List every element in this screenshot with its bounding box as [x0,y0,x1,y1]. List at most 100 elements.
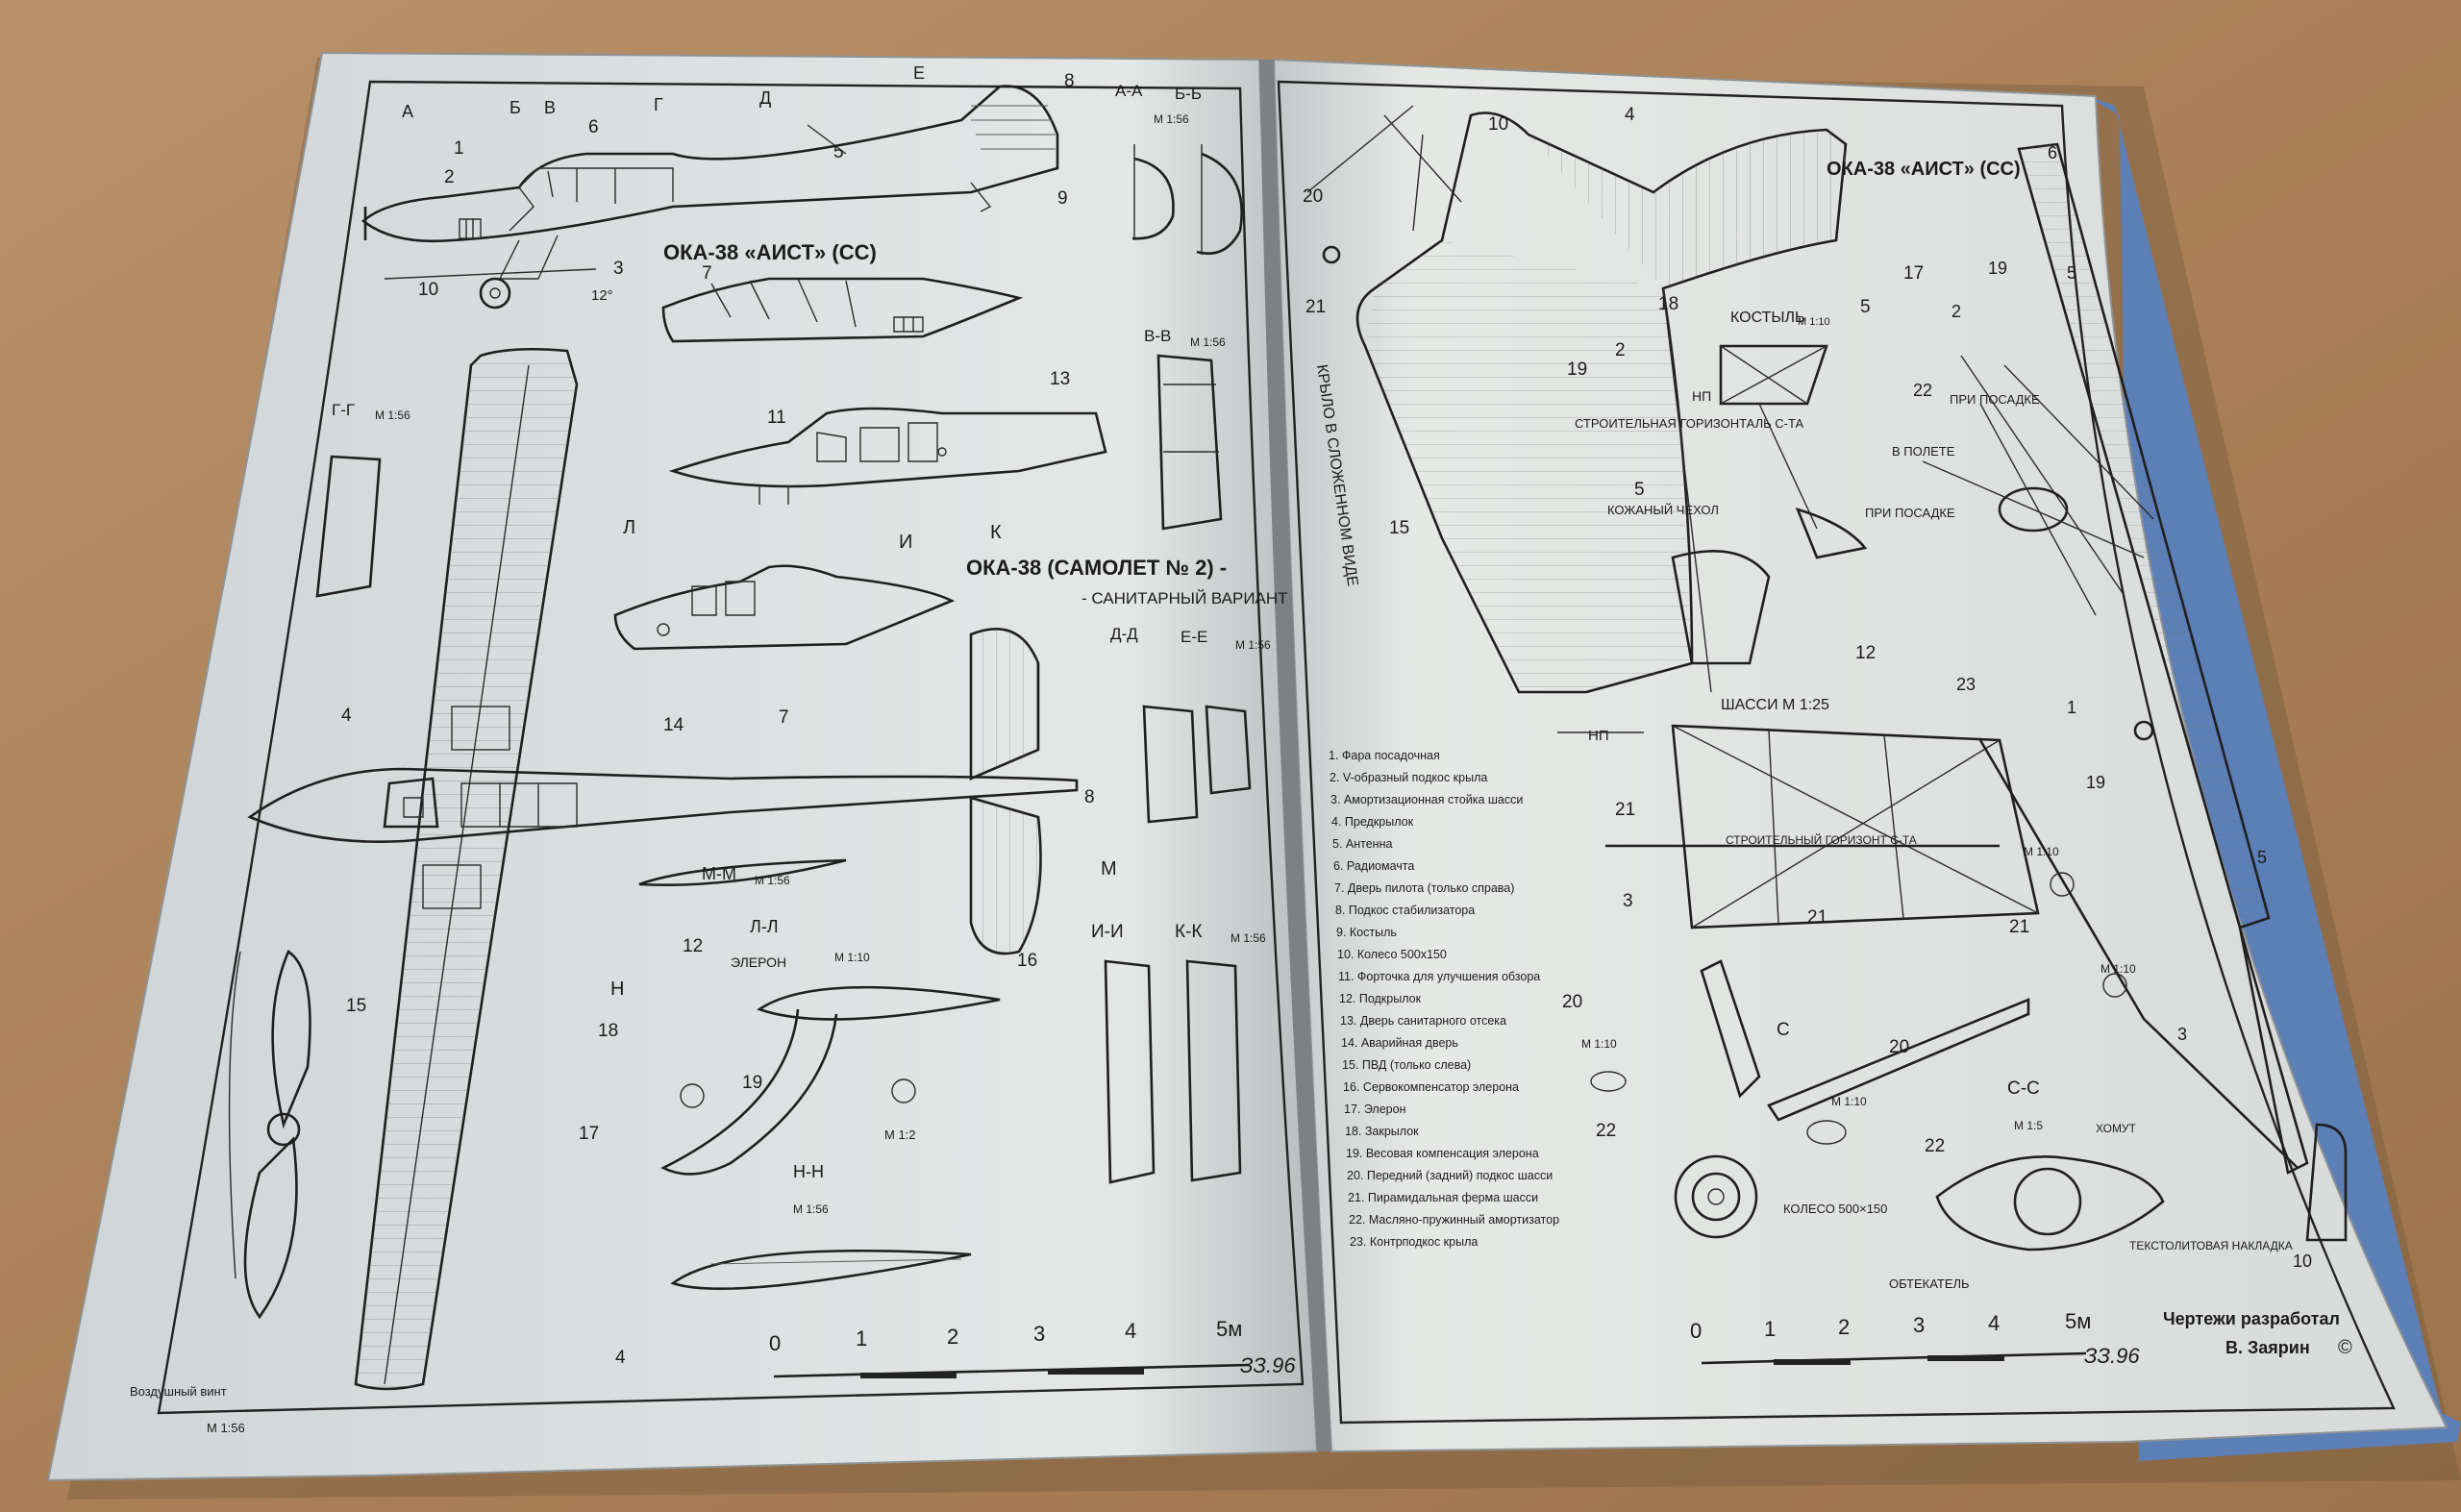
cut-marks: Л И К М Н [610,517,1117,1000]
callout-18a: 18 [598,1021,618,1041]
legend-item: 4. Предкрылок [1331,815,1414,829]
m110-a: М 1:10 [1581,1037,1617,1051]
callout-1a: 1 [454,138,464,159]
section-mm: М-М М 1:56 [638,858,847,887]
plan-view-fuselage [247,767,1079,844]
callout-r6: 6 [2048,143,2057,162]
legend-item: 20. Передний (задний) подкос шасси [1347,1169,1553,1182]
callout-10a: 10 [418,280,438,300]
right-scale-0: 0 [1690,1319,1702,1343]
section-ll-label: Л-Л [750,917,779,936]
section-nn: Н-Н М 1:56 [670,1162,972,1291]
section-aa-bb: А-А Б-Б М 1:56 [1115,82,1243,255]
legend-item: 17. Элерон [1344,1103,1406,1116]
left-scale-bar: 0 1 2 3 4 5м ЗЗ.96 [769,1317,1296,1378]
plan-view-tail [969,628,1042,955]
callout-r10b: 10 [2293,1252,2312,1271]
section-letter-g: Г [654,95,663,114]
callout-17a: 17 [579,1124,599,1144]
page-gutter [1259,60,1331,1451]
build-horizon-label: СТРОИТЕЛЬНАЯ ГОРИЗОНТАЛЬ С-ТА [1575,416,1803,431]
legend-item: 2. V-образный подкос крыла [1330,771,1487,784]
cut-mark-k: К [990,522,1002,543]
section-ll: Л-Л ЭЛЕРОН М 1:10 М 1:2 [660,917,1001,1176]
side-view-aircraft [360,85,1059,310]
legend-item: 22. Масляно-пружинный амортизатор [1349,1213,1559,1227]
section-letter-e: Е [913,63,925,83]
m110-d: М 1:10 [2101,962,2136,976]
callout-13a: 13 [1050,369,1070,389]
callout-16a: 16 [1017,951,1037,971]
callout-r22b: 22 [1596,1121,1616,1141]
at-landing-2: ПРИ ПОСАДКЕ [1865,506,1955,520]
section-vv-scale: М 1:56 [1190,335,1226,349]
left-signature: ЗЗ.96 [1240,1353,1296,1377]
section-gg: Г-Г М 1:56 [315,401,410,598]
section-letter-d: Д [759,88,771,108]
title-sanitary: ОКА-38 (САМОЛЕТ № 2) - [966,556,1227,580]
callout-r4: 4 [1625,105,1635,125]
section-bb-scale: М 1:56 [1154,112,1189,126]
skid-title: КОСТЫЛЬ [1730,310,1805,326]
legend-item: 13. Дверь санитарного отсека [1340,1014,1506,1028]
right-drawing-frame [1277,80,2396,1425]
gear-horizon: СТРОИТЕЛЬНЫЙ ГОРИЗОНТ С-ТА [1726,832,1917,847]
legend-item: 14. Аварийная дверь [1341,1036,1458,1050]
title-aist-left: ОКА-38 «АИСТ» (СС) [663,240,877,264]
landing-gear-drawing: ШАССИ М 1:25 НП СТРОИТЕЛЬНЫЙ ГОРИЗОНТ С-… [1557,697,2299,1239]
section-cc-scale: М 1:5 [2014,1119,2043,1132]
folded-wing-drawing [1306,105,1848,694]
left-scale-1: 1 [856,1326,867,1351]
callout-r16: 18 [1658,294,1678,314]
callout-r2b: 2 [1951,302,1961,321]
fairing-label: ОБТЕКАТЕЛЬ [1889,1277,1970,1291]
callout-r5a: 5 [1860,297,1871,317]
subtitle-sanitary: - САНИТАРНЫЙ ВАРИАНТ [1081,589,1288,607]
right-scale-5: 5м [2065,1309,2091,1333]
callout-r21d: 21 [2009,917,2029,937]
textolite-label: ТЕКСТОЛИТОВАЯ НАКЛАДКА [2129,1239,2293,1252]
cut-mark-n: Н [610,979,624,1000]
legend-item: 23. Контрподкос крыла [1350,1235,1478,1249]
legend-item: 9. Костыль [1336,926,1397,939]
wheel-label: КОЛЕСО 500×150 [1783,1202,1887,1216]
front-view-callouts: 6 19 5 2 23 1 19 5 3 10 22 ПРИ ПОСАДКЕ В… [1865,143,2312,1271]
callout-4b: 4 [615,1348,626,1368]
callout-r1: 1 [2067,698,2076,717]
plan-view-wing [354,348,579,1391]
legend-item: 10. Колесо 500х150 [1337,948,1447,961]
left-scale-5: 5м [1216,1317,1242,1341]
m110-b: М 1:10 [1831,1095,1867,1108]
skid-scale: М 1:10 [1798,316,1830,328]
left-scale-4: 4 [1125,1319,1136,1343]
callout-12a: 12 [683,936,703,956]
legend-item: 15. ПВД (только слева) [1342,1058,1471,1072]
propeller-drawing [228,950,311,1320]
angle-label: 12° [591,287,613,304]
leather-cover-label: КОЖАНЫЙ ЧЕХОЛ [1607,503,1719,517]
section-dd-label: Д-Д [1110,625,1138,643]
legend-item: 21. Пирамидальная ферма шасси [1348,1191,1538,1204]
left-drawing-frame [157,80,1305,1415]
callout-r3: 3 [2177,1025,2187,1044]
front-view-aircraft [1922,142,2348,1242]
callout-r19b: 19 [2086,773,2105,792]
section-kk-label: К-К [1175,922,1202,942]
callout-8a: 8 [1064,71,1075,91]
callout-r17: 17 [1903,263,1924,284]
copyright-symbol: © [2338,1337,2352,1358]
section-gg-scale: М 1:56 [375,409,410,422]
left-scale-3: 3 [1033,1322,1045,1346]
tail-skid-drawing: КОСТЫЛЬ М 1:10 НП СТРОИТЕЛЬНАЯ ГОРИЗОНТА… [1575,310,1868,559]
section-letter-a: А [402,102,413,121]
legend-item: 16. Сервокомпенсатор элерона [1343,1080,1519,1094]
m110-c: М 1:10 [2024,845,2059,858]
cut-mark-l: Л [623,517,635,538]
callout-r5c: 5 [2067,263,2076,283]
section-nn-scale: М 1:56 [793,1202,829,1216]
callout-r21c: 21 [1807,907,1827,928]
callout-8b: 8 [1084,787,1095,807]
callout-5a: 5 [833,142,844,162]
section-c-label: С [1777,1020,1790,1040]
